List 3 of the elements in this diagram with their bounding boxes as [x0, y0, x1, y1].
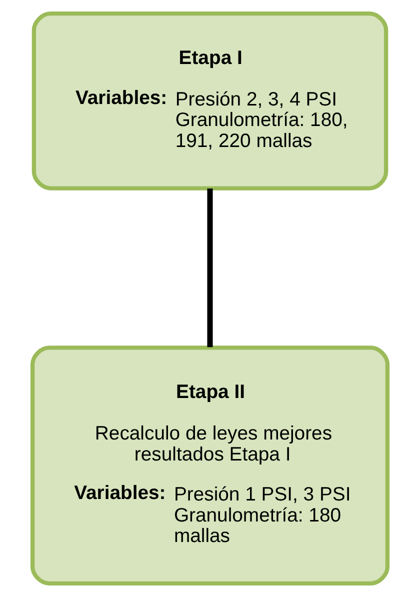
connector: [207, 188, 213, 348]
node-box: Etapa II Recalculo de leyes mejores resultados Etapa I Variables: Presión 1 PSI, 3 PSI Granulometría: 180 mallas: [30, 346, 390, 586]
node-box: Etapa I Variables: Presión 2, 3, 4 PSI Granulometría: 180, 191, 220 mallas: [32, 12, 388, 190]
